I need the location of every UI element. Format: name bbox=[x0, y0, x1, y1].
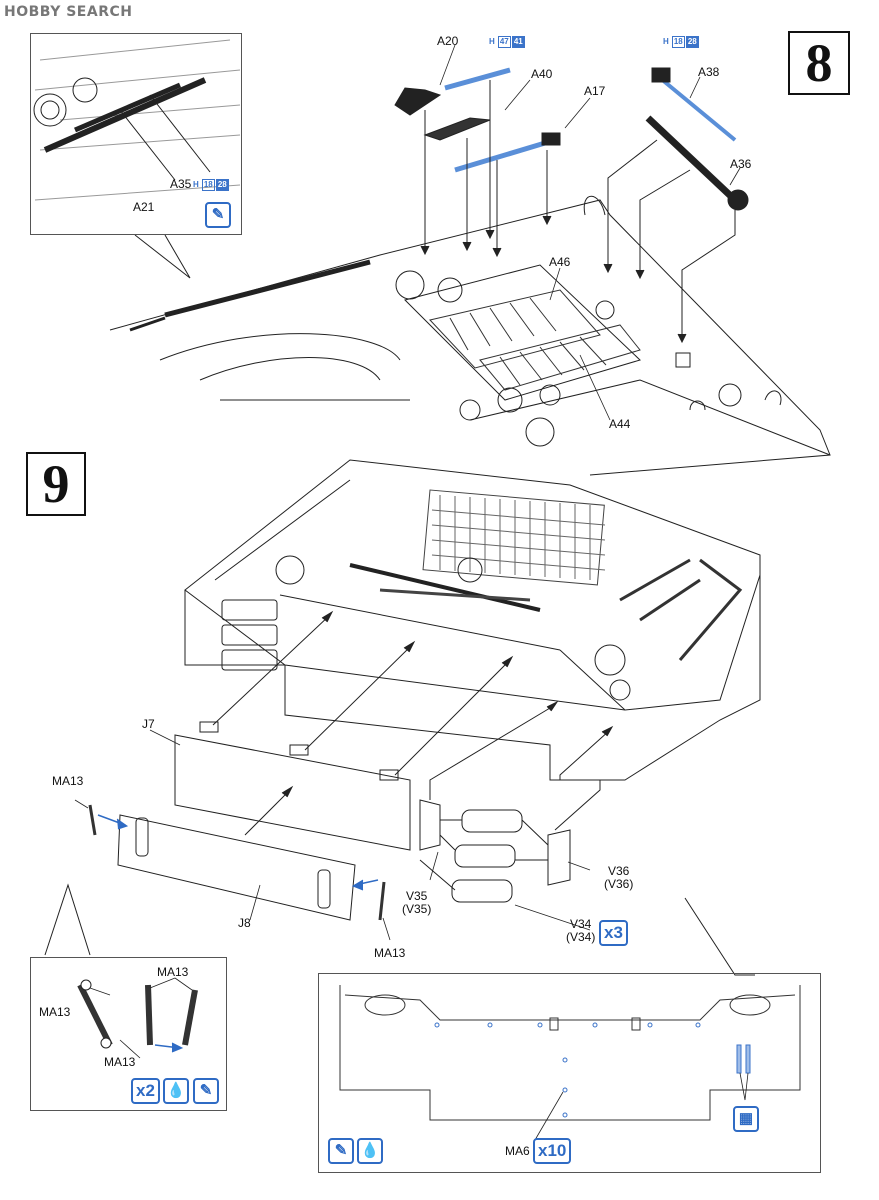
label-A21: A21 bbox=[133, 200, 155, 214]
label-V34: V34 (V34) bbox=[566, 917, 596, 944]
tool-A36 bbox=[645, 115, 749, 211]
part-V35-V36-V34 bbox=[419, 799, 571, 903]
label-A35: A35 bbox=[170, 177, 192, 191]
label-A20: A20 bbox=[437, 34, 459, 48]
hull-rear-step9 bbox=[184, 459, 761, 781]
quantity-badge-ma13: x2 bbox=[131, 1078, 160, 1104]
paint-ref-A20: H 47 41 bbox=[489, 36, 525, 48]
quantity-badge-v34: x3 bbox=[599, 920, 628, 946]
ma6-detail-frame bbox=[318, 973, 821, 1173]
label-A46: A46 bbox=[549, 255, 571, 269]
label-A40: A40 bbox=[531, 67, 553, 81]
step8-detail-frame bbox=[30, 33, 242, 235]
decal-icon: ▦ bbox=[733, 1106, 759, 1132]
label-MA13-detail-1: MA13 bbox=[39, 1005, 71, 1019]
ma6-detail-drawing bbox=[339, 985, 801, 1141]
step8-detail-drawing bbox=[33, 39, 241, 201]
label-J8: J8 bbox=[238, 916, 251, 930]
label-MA13-detail-3: MA13 bbox=[157, 965, 189, 979]
quantity-badge-ma6: x10 bbox=[533, 1138, 572, 1164]
paint-brush-icon: ✎ bbox=[205, 202, 231, 228]
ma13-detail-frame bbox=[30, 957, 227, 1111]
tool-A17 bbox=[454, 132, 561, 173]
part-J7 bbox=[174, 721, 411, 851]
paint-ref-A35: H 18 28 bbox=[193, 179, 229, 191]
part-J8 bbox=[117, 814, 356, 921]
glue-drop-icon: 💧 bbox=[163, 1078, 189, 1104]
label-V36: V36 (V36) bbox=[604, 864, 634, 891]
label-MA6: MA6 bbox=[505, 1144, 530, 1158]
ma13-detail-drawing bbox=[77, 977, 198, 1059]
paint-ref-A38: H 18 28 bbox=[663, 36, 699, 48]
tool-A38 bbox=[651, 67, 737, 142]
tool-A20 bbox=[394, 67, 511, 116]
label-A38: A38 bbox=[698, 65, 720, 79]
watermark-logo: HOBBY SEARCH bbox=[4, 4, 133, 20]
tool-A40 bbox=[423, 117, 491, 141]
step-number-8: 8 bbox=[788, 31, 850, 95]
label-MA13-left: MA13 bbox=[52, 774, 84, 788]
label-A44: A44 bbox=[609, 417, 631, 431]
paint-brush-icon: ✎ bbox=[328, 1138, 354, 1164]
label-J7: J7 bbox=[142, 717, 155, 731]
label-A36: A36 bbox=[730, 157, 752, 171]
label-MA13-right: MA13 bbox=[374, 946, 406, 960]
paint-brush-icon: ✎ bbox=[193, 1078, 219, 1104]
step-number-9: 9 bbox=[26, 452, 86, 516]
label-A17: A17 bbox=[584, 84, 606, 98]
label-V35: V35 (V35) bbox=[402, 889, 432, 916]
label-MA13-detail-2: MA13 bbox=[104, 1055, 136, 1069]
glue-drop-icon: 💧 bbox=[357, 1138, 383, 1164]
hull-rear-deck-step8 bbox=[109, 195, 831, 476]
